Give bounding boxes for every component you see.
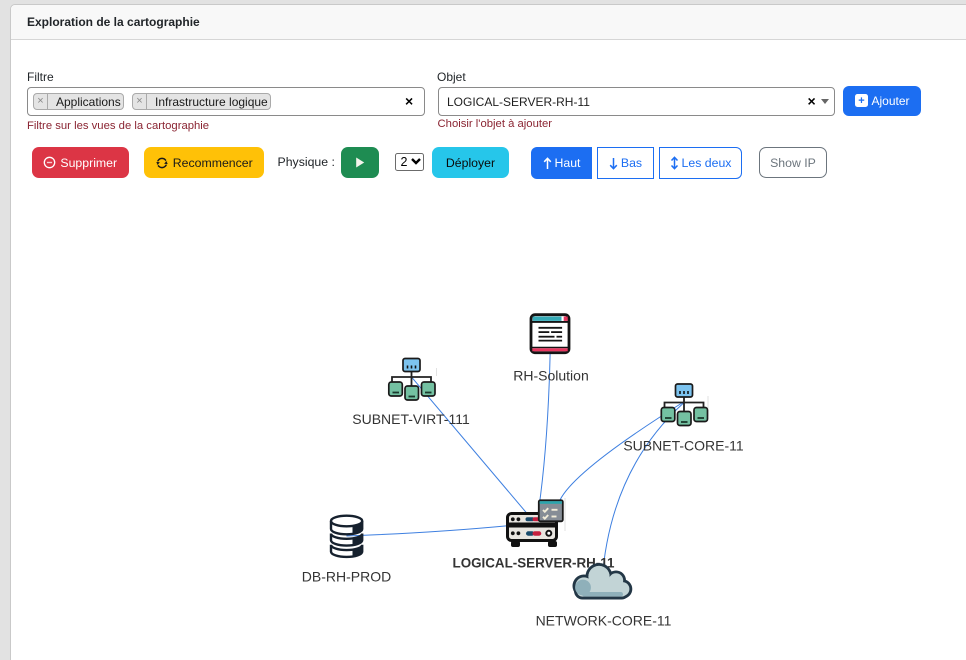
svg-text:DB-RH-PROD: DB-RH-PROD <box>302 569 391 585</box>
svg-text:RH-Solution: RH-Solution <box>513 368 588 384</box>
svg-text:SUBNET-CORE-11: SUBNET-CORE-11 <box>623 438 744 454</box>
svg-text:SUBNET-VIRT-111: SUBNET-VIRT-111 <box>352 411 470 427</box>
svg-text:LOGICAL-SERVER-RH-11: LOGICAL-SERVER-RH-11 <box>453 556 616 571</box>
svg-text:NETWORK-CORE-11: NETWORK-CORE-11 <box>536 613 672 629</box>
